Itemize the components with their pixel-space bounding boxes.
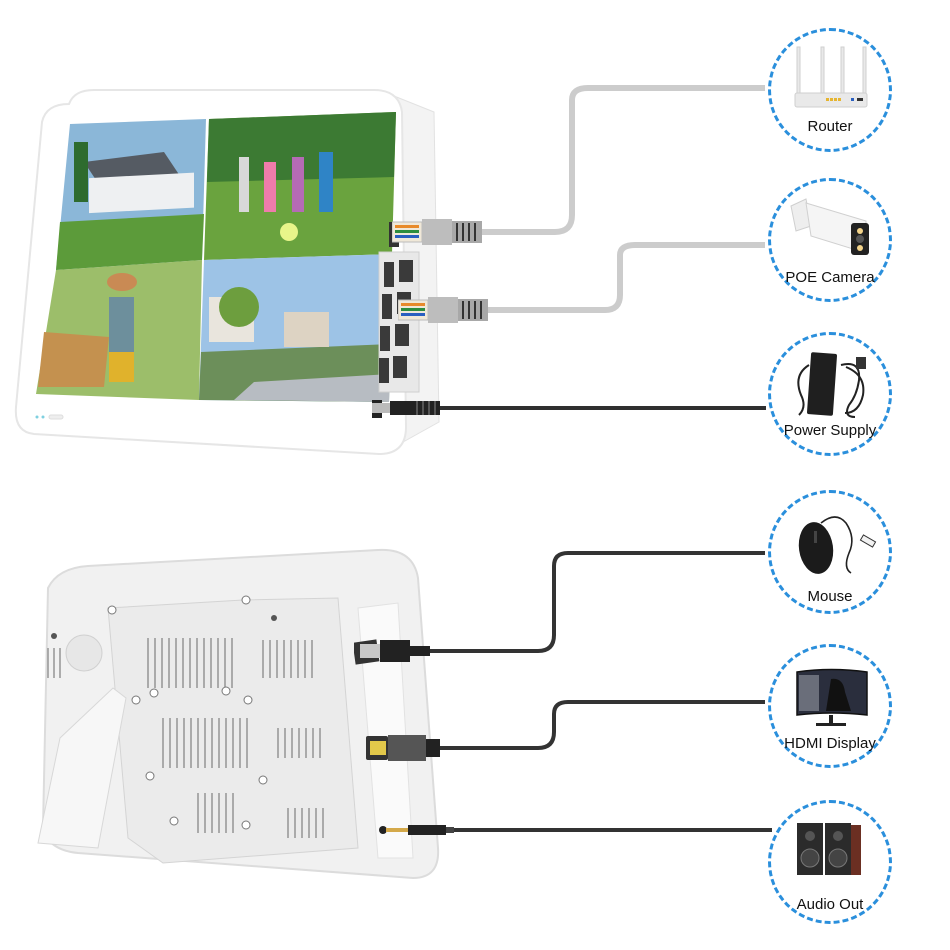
nvr-front-view	[14, 82, 440, 462]
speaker-grille-icon	[65, 634, 103, 672]
power-supply-node: Power Supply	[768, 332, 892, 456]
speakers-icon	[797, 823, 861, 875]
hdmi-cable	[440, 700, 765, 750]
hdmi-plug	[366, 733, 444, 768]
monitor-icon	[796, 668, 868, 726]
router-icon	[794, 46, 868, 108]
rj45-ports	[372, 222, 420, 418]
router-cable	[482, 85, 765, 235]
bullet-camera-icon	[790, 198, 869, 255]
rj45-plug-poe-camera	[397, 297, 490, 328]
router-node: Router	[768, 28, 892, 152]
audio-jack-plug	[378, 822, 456, 843]
poe-camera-label: POE Camera	[785, 269, 875, 286]
usb-plug	[352, 637, 434, 672]
poe-camera-cable	[488, 242, 765, 313]
power-adapter-icon	[797, 352, 866, 418]
wall-mount-hole-icon	[51, 633, 57, 639]
status-led-icon	[35, 415, 39, 419]
router-label: Router	[807, 118, 853, 135]
mouse-label: Mouse	[807, 588, 853, 605]
dc-power-plug	[372, 400, 444, 421]
mouse-cable	[430, 551, 765, 653]
rj45-plug-router	[391, 219, 484, 250]
poe-camera-node: POE Camera	[768, 178, 892, 302]
hdmi-display-label: HDMI Display	[784, 735, 876, 752]
nvr-rear-view	[18, 548, 448, 888]
audio-out-label: Audio Out	[796, 896, 864, 913]
mouse-node: Mouse	[768, 490, 892, 614]
power-supply-label: Power Supply	[783, 422, 877, 439]
audio-out-node: Audio Out	[768, 800, 892, 924]
hdmi-display-node: HDMI Display	[768, 644, 892, 768]
mouse-icon	[798, 516, 877, 574]
screen	[36, 112, 396, 402]
kickstand	[37, 687, 127, 849]
